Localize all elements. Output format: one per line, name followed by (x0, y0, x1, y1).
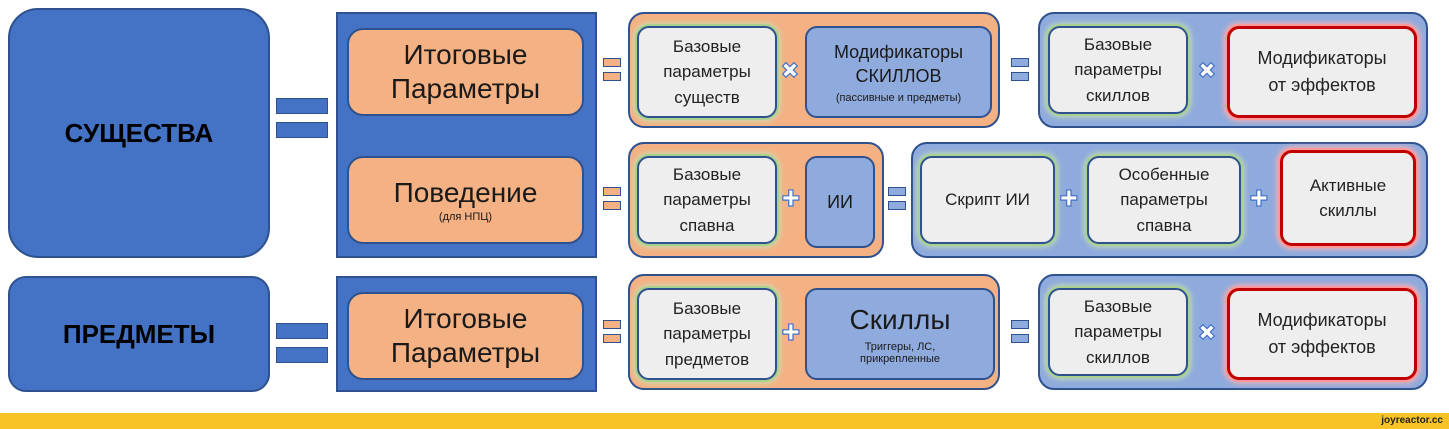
plus-icon: ✚ (1249, 186, 1269, 211)
plus-icon: ✚ (781, 186, 801, 211)
item-skill-base-params: Базовые параметры скиллов (1048, 288, 1188, 376)
skills-title: Скиллы (849, 304, 951, 336)
active-skills-box: Активные скиллы (1280, 150, 1416, 246)
base-line: Базовые (672, 164, 742, 184)
plus-icon: ✚ (781, 320, 801, 345)
ai-script-box: Скрипт ИИ (920, 156, 1055, 244)
item-skills-box: Скиллы Триггеры, ЛС, прикрепленные (805, 288, 995, 380)
active-line: скиллы (1319, 201, 1377, 220)
special-line: спавна (1136, 215, 1192, 235)
mods-line: от эффектов (1268, 337, 1376, 357)
ai-label: ИИ (827, 191, 853, 212)
special-line: Особенные (1118, 164, 1210, 184)
creature-base-params: Базовые параметры существ (637, 26, 777, 118)
special-spawn-params: Особенные параметры спавна (1087, 156, 1241, 244)
equals-sign (276, 323, 328, 371)
effect-modifiers-box: Модификаторы от эффектов (1227, 26, 1417, 118)
ai-script-label: Скрипт ИИ (945, 190, 1030, 210)
mods-sub: (пассивные и предметы) (835, 92, 962, 105)
equals-sign (276, 98, 328, 146)
special-line: параметры (1120, 190, 1208, 210)
item-base-params: Базовые параметры предметов (637, 288, 777, 380)
multiply-icon: ✖ (1197, 58, 1217, 83)
base-line: скиллов (1086, 347, 1150, 367)
behavior-box: Поведение (для НПЦ) (347, 156, 584, 244)
mods-line1: Модификаторы (833, 41, 964, 62)
base-line: параметры (663, 62, 751, 82)
final-params-line1: Итоговые (403, 303, 528, 335)
active-line: Активные (1309, 175, 1387, 195)
base-line: скиллов (1086, 85, 1150, 105)
item-effect-modifiers-box: Модификаторы от эффектов (1227, 288, 1417, 380)
skills-sub2: прикрепленные (860, 352, 940, 365)
multiply-icon: ✖ (780, 58, 800, 83)
mods-line: Модификаторы (1257, 48, 1387, 68)
equals-sign (1011, 320, 1029, 348)
base-line: параметры (663, 324, 751, 344)
equals-sign (888, 187, 906, 215)
behavior-subtitle: (для НПЦ) (438, 211, 493, 224)
base-line: параметры (1074, 322, 1162, 342)
ai-box: ИИ (805, 156, 875, 248)
final-params-line2: Параметры (390, 337, 541, 368)
final-params-line2: Параметры (390, 73, 541, 104)
watermark[interactable]: joyreactor.cc (1381, 415, 1443, 426)
creatures-label: СУЩЕСТВА (64, 117, 214, 148)
mods-line2: СКИЛЛОВ (855, 66, 942, 86)
creatures-box: СУЩЕСТВА (8, 8, 270, 258)
items-final-params: Итоговые Параметры (347, 292, 584, 380)
mods-line: Модификаторы (1257, 310, 1387, 330)
skills-sub1: Триггеры, ЛС, (864, 340, 936, 353)
spawn-base-params: Базовые параметры спавна (637, 156, 777, 244)
base-line: Базовые (1083, 296, 1153, 316)
multiply-icon: ✖ (1197, 320, 1217, 345)
final-params-line1: Итоговые (403, 39, 528, 71)
base-line: предметов (664, 349, 750, 369)
equals-sign (603, 187, 621, 215)
base-line: существ (674, 87, 740, 107)
base-line: параметры (1074, 60, 1162, 80)
items-label: ПРЕДМЕТЫ (62, 318, 216, 349)
equals-sign (603, 320, 621, 348)
creatures-final-params: Итоговые Параметры (347, 28, 584, 116)
behavior-title: Поведение (393, 176, 538, 208)
footer-bar (0, 413, 1449, 429)
equals-sign (603, 58, 621, 86)
base-line: Базовые (672, 36, 742, 56)
base-line: Базовые (672, 298, 742, 318)
equals-sign (1011, 58, 1029, 86)
items-box: ПРЕДМЕТЫ (8, 276, 270, 392)
skill-modifiers-box: Модификаторы СКИЛЛОВ (пассивные и предме… (805, 26, 992, 118)
base-line: параметры (663, 190, 751, 210)
mods-line: от эффектов (1268, 75, 1376, 95)
plus-icon: ✚ (1059, 186, 1079, 211)
base-line: спавна (679, 215, 735, 235)
base-line: Базовые (1083, 34, 1153, 54)
skill-base-params: Базовые параметры скиллов (1048, 26, 1188, 114)
